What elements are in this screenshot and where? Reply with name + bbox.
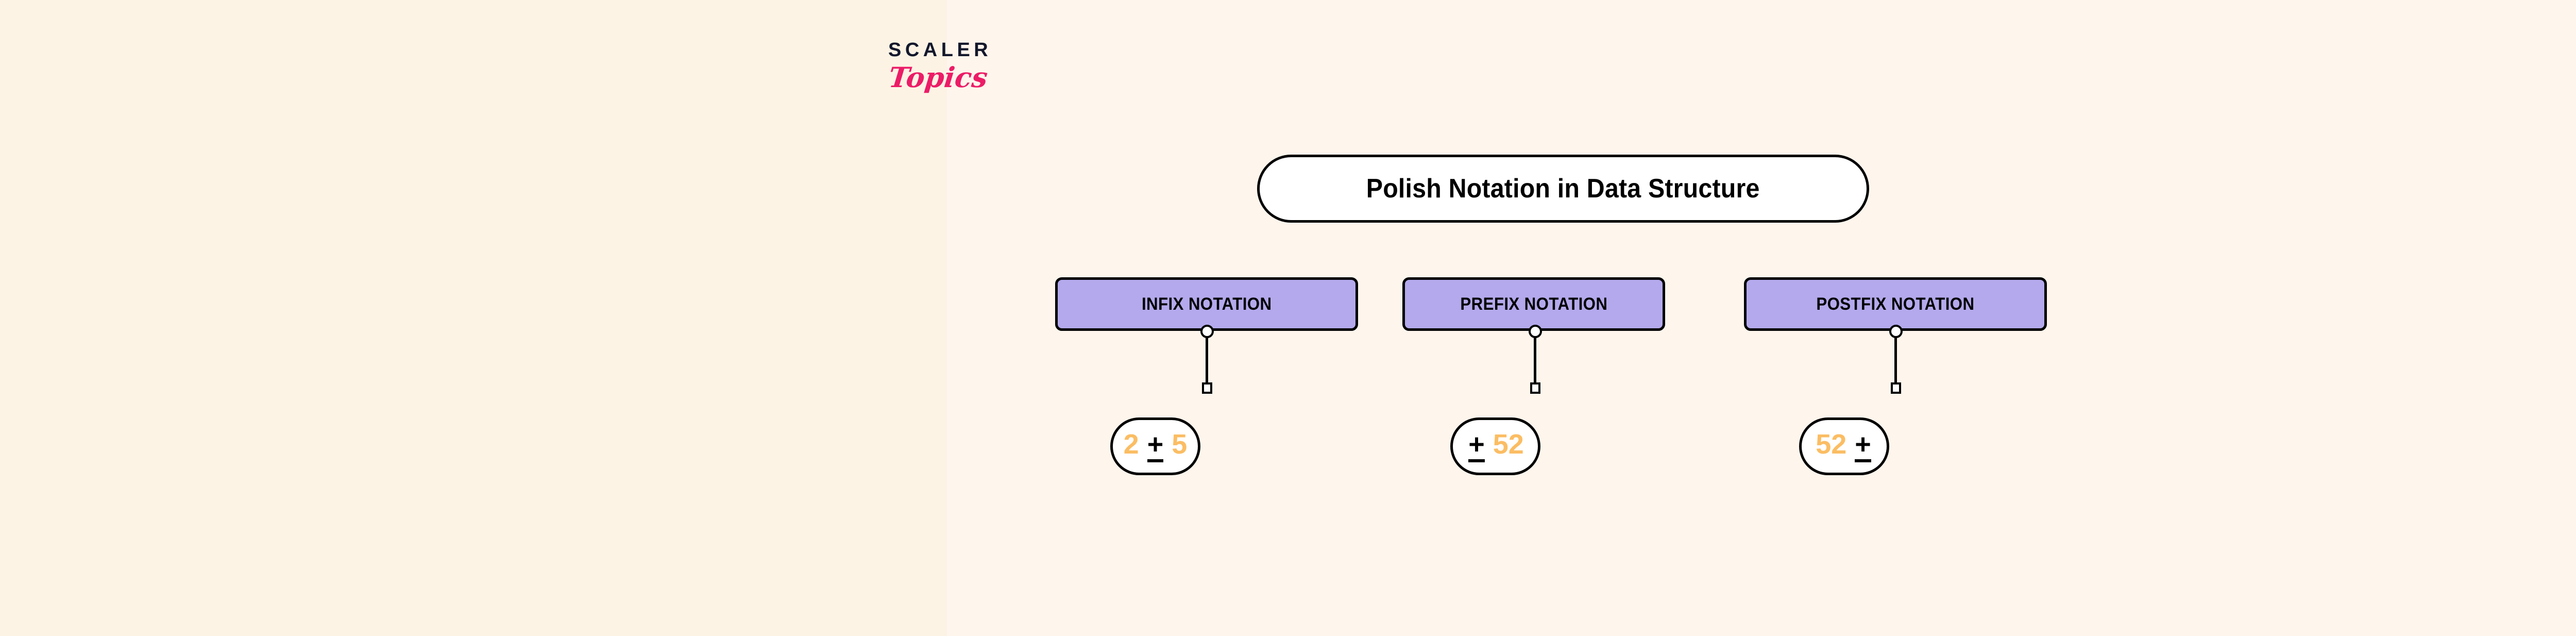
page-title: Polish Notation in Data Structure — [1366, 174, 1760, 204]
expression-token-operator: + — [1147, 430, 1164, 462]
page-title-box: Polish Notation in Data Structure — [1257, 155, 1869, 223]
logo-wordmark: SCALER — [888, 39, 992, 61]
category-box-prefix[interactable]: PREFIX NOTATION — [1402, 277, 1665, 331]
expression-text-infix: 2 +5 — [1123, 429, 1188, 462]
background-band-left — [0, 0, 947, 636]
expression-text-prefix: +52 — [1467, 430, 1524, 462]
expression-token-operand: 2 — [1123, 429, 1139, 460]
notation-column-prefix: PREFIX NOTATION — [1402, 277, 1665, 394]
category-label-infix: INFIX NOTATION — [1141, 294, 1272, 314]
expression-pill-postfix[interactable]: 52 + — [1799, 417, 1889, 475]
expression-pill-infix[interactable]: 2 +5 — [1110, 417, 1200, 475]
expression-pill-prefix[interactable]: +52 — [1450, 417, 1540, 475]
logo-script-topics: Topics — [887, 61, 990, 94]
expression-token-operand: 52 — [1816, 429, 1847, 460]
expression-text-postfix: 52 + — [1816, 430, 1873, 462]
expression-token-operand: 52 — [1493, 429, 1524, 460]
category-label-postfix: POSTFIX NOTATION — [1816, 294, 1975, 314]
notation-column-postfix: POSTFIX NOTATION — [1744, 277, 2047, 394]
expression-token-operator: + — [1468, 430, 1485, 462]
notation-column-infix: INFIX NOTATION — [1055, 277, 1358, 394]
scaler-topics-logo: SCALER Topics — [887, 39, 1058, 128]
expression-token-operator: + — [1855, 430, 1871, 462]
category-box-postfix[interactable]: POSTFIX NOTATION — [1744, 277, 2047, 331]
category-box-infix[interactable]: INFIX NOTATION — [1055, 277, 1358, 331]
expression-token-operand: 5 — [1172, 429, 1188, 460]
category-label-prefix: PREFIX NOTATION — [1460, 294, 1607, 314]
